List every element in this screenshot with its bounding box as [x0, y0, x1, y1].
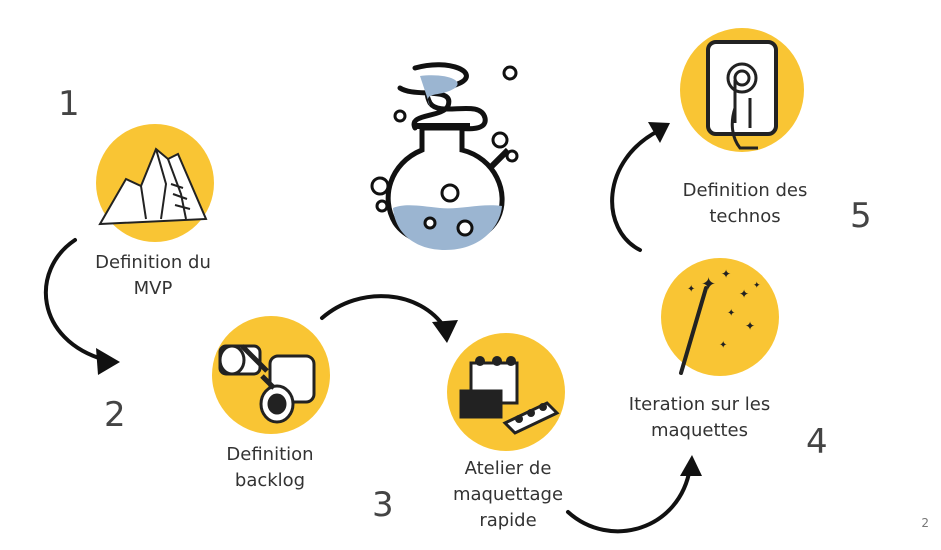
step-4-label: Iteration sur les maquettes [612, 392, 787, 444]
step-3-label-line-2: maquettage [452, 484, 564, 505]
step-3-label-line-1: Atelier de [464, 458, 552, 479]
arrow-2-to-3 [320, 294, 447, 330]
step-2-number: 2 [104, 395, 126, 435]
svg-text:✦: ✦ [727, 308, 735, 319]
svg-text:✦: ✦ [701, 274, 716, 295]
step-1-label: Definition du MVP [78, 250, 228, 302]
flask-icon [370, 62, 519, 250]
arrow-3-to-4 [566, 466, 692, 534]
touch-tablet-icon [706, 40, 778, 150]
page-number: 2 [921, 516, 929, 530]
mountain-icon [98, 147, 208, 226]
arrow-4-to-5 [610, 128, 662, 252]
step-2-label-line-2: backlog [234, 470, 306, 491]
arrowhead-3 [680, 455, 702, 476]
arrowhead-1 [96, 348, 120, 375]
svg-text:✦: ✦ [687, 284, 695, 295]
step-3-circle [447, 333, 565, 451]
step-5-label: Definition des technos [665, 178, 825, 230]
step-4-label-line-2: maquettes [650, 420, 749, 441]
step-1-number: 1 [58, 84, 80, 124]
arrowhead-4 [648, 122, 670, 143]
magic-wand-icon: ✦ ✦ ✦ ✦ ✦ ✦ ✦ ✦ [679, 267, 761, 375]
arrowhead-2 [432, 320, 458, 343]
step-3-label: Atelier de maquettage rapide [438, 456, 578, 534]
step-1-label-line-2: MVP [133, 278, 173, 299]
lego-bricks-icon [459, 356, 560, 435]
step-3-number: 3 [372, 485, 394, 525]
step-4-label-line-1: Iteration sur les [628, 394, 771, 415]
step-2-label: Definition backlog [200, 442, 340, 494]
svg-text:✦: ✦ [753, 281, 761, 291]
step-5-label-line-1: Definition des [682, 180, 808, 201]
svg-text:✦: ✦ [719, 340, 727, 351]
step-4-circle: ✦ ✦ ✦ ✦ ✦ ✦ ✦ ✦ [661, 258, 779, 376]
step-1-circle [96, 124, 214, 242]
svg-text:✦: ✦ [745, 319, 755, 333]
svg-text:✦: ✦ [739, 287, 749, 301]
step-4-number: 4 [806, 422, 828, 462]
step-3-label-line-3: rapide [479, 510, 537, 531]
step-5-number: 5 [850, 196, 872, 236]
step-5-circle [680, 28, 804, 152]
binoculars-icon [218, 344, 316, 424]
step-1-label-line-1: Definition du [95, 252, 211, 273]
step-2-circle [212, 316, 330, 434]
step-5-label-line-2: technos [709, 206, 781, 227]
arrow-1-to-2 [43, 238, 107, 362]
svg-text:✦: ✦ [721, 267, 731, 281]
step-2-label-line-1: Definition [226, 444, 314, 465]
